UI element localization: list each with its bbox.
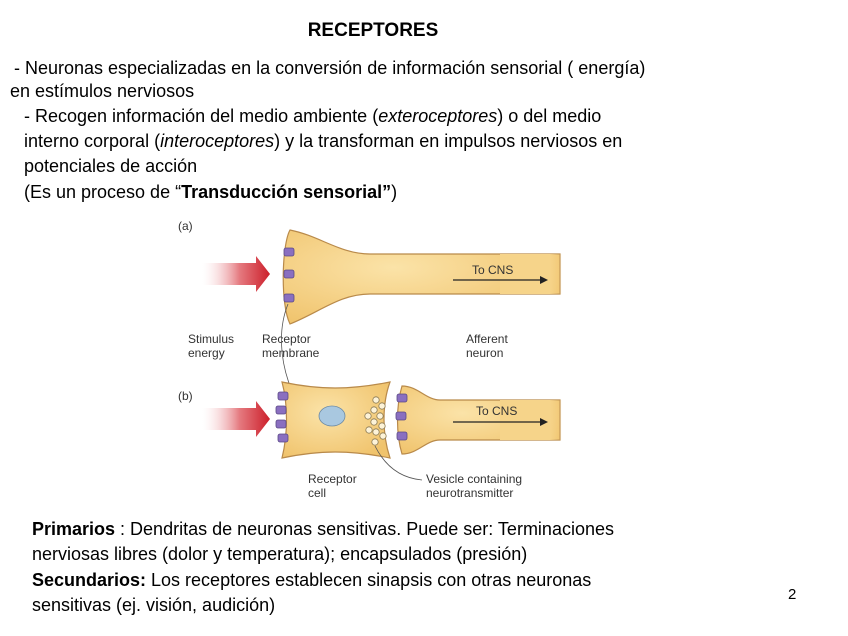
exteroceptores-term: exteroceptores — [378, 106, 498, 126]
receptor-membrane-label-2: membrane — [262, 346, 320, 360]
bottom-line-1: Primarios : Dendritas de neuronas sensit… — [32, 517, 614, 541]
text-line-4-b: ) y la transforman en impulsos nerviosos… — [274, 131, 623, 151]
bottom-line-3: Secundarios: Los receptores establecen s… — [32, 568, 591, 592]
interoceptores-term: interoceptores — [160, 131, 275, 151]
text-line-3-a: - Recogen información del medio ambiente… — [24, 106, 379, 126]
stimulus-label-2: energy — [188, 346, 225, 360]
nucleus — [318, 405, 346, 427]
bottom-line-1-rest: : Dendritas de neuronas sensitivas. Pued… — [115, 519, 614, 539]
vesicle-label-1: Vesicle containing — [426, 472, 522, 486]
text-line-5: potenciales de acción — [24, 156, 198, 176]
afferent-label-2: neuron — [466, 346, 503, 360]
text-line-1: - Neuronas especializadas en la conversi… — [14, 58, 646, 78]
figure-label-a: (a) — [178, 219, 193, 233]
vesicle-leader-line — [374, 445, 423, 481]
text-line-6-b: ) — [391, 182, 398, 202]
stimulus-label-1: Stimulus — [188, 332, 234, 346]
receptor-figure: (a) To CNS Stimulus energy Receptor memb… — [178, 219, 562, 500]
bottom-line-2: nerviosas libres (dolor y temperatura); … — [32, 544, 528, 564]
to-cns-label-a: To CNS — [472, 263, 513, 277]
text-line-6: (Es un proceso de “Transducción sensoria… — [24, 180, 397, 204]
vesicle-label-2: neurotransmitter — [426, 486, 513, 500]
text-line-3-b: ) o del medio — [497, 106, 602, 126]
receptor-proteins-a — [283, 247, 295, 303]
text-line-3: - Recogen información del medio ambiente… — [24, 104, 601, 128]
receptor-cell-label-1: Receptor — [308, 472, 357, 486]
page-number: 2 — [788, 586, 797, 603]
figure-label-b: (b) — [178, 389, 193, 403]
text-line-4: interno corporal (interoceptores) y la t… — [24, 129, 622, 153]
postsynaptic-receptors — [395, 393, 408, 441]
to-cns-arrowhead-b — [540, 418, 548, 426]
receptor-proteins-b — [275, 391, 289, 443]
bottom-line-4: sensitivas (ej. visión, audición) — [32, 595, 276, 615]
to-cns-arrowhead-a — [540, 276, 548, 284]
receptor-leader-line — [281, 303, 291, 387]
vesicles — [364, 396, 387, 446]
afferent-neuron-a — [282, 229, 561, 325]
stimulus-arrow-a — [202, 256, 270, 292]
text-line-6-a: (Es un proceso de “ — [24, 182, 182, 202]
text-line-2: en estímulos nerviosos — [10, 81, 195, 101]
slide-title: RECEPTORES — [307, 20, 439, 41]
primarios-term: Primarios — [32, 519, 116, 539]
secundarios-term: Secundarios: — [32, 570, 147, 590]
receptor-membrane-label-1: Receptor — [262, 332, 311, 346]
receptor-cell-label-2: cell — [308, 486, 326, 500]
axon-fade-b — [500, 400, 562, 440]
stimulus-arrow-b — [202, 401, 270, 437]
transduccion-term: Transducción sensorial” — [181, 182, 392, 202]
bottom-line-3-rest: Los receptores establecen sinapsis con o… — [146, 570, 592, 590]
axon-fade-a — [500, 254, 562, 294]
to-cns-label-b: To CNS — [476, 404, 517, 418]
text-line-4-a: interno corporal ( — [24, 131, 161, 151]
afferent-label-1: Afferent — [466, 332, 508, 346]
